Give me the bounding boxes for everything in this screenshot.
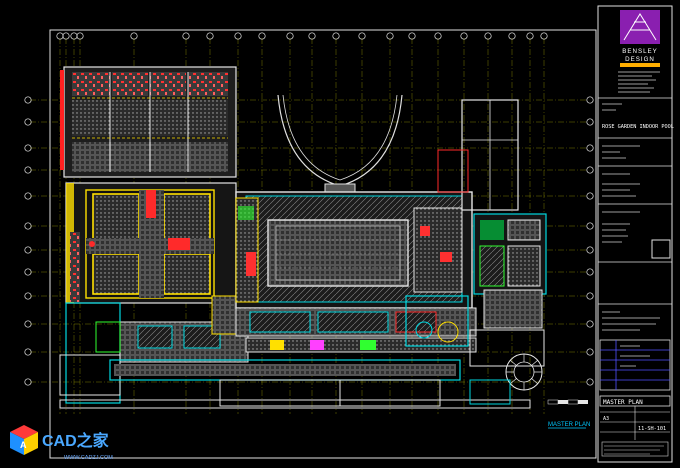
grid-bubble-top: [182, 32, 190, 40]
grid-bubble-top: [76, 32, 84, 40]
spiral-staircase: [505, 353, 543, 391]
cadzj-watermark: A CAD之家 WWW.CADZJ.COM: [10, 425, 113, 461]
scale-bar: [547, 399, 588, 405]
grid-bubble-left: [24, 144, 32, 152]
grid-bubble-top: [56, 32, 64, 40]
central-pool-hall: [235, 94, 473, 309]
grid-bubbles: [24, 32, 594, 386]
grid-bubble-left: [24, 96, 32, 104]
bensley-logo-mark: [620, 10, 660, 44]
grid-bubble-right: [586, 144, 594, 152]
entrance-canopy-arc: [277, 94, 403, 187]
grid-bubble-top: [408, 32, 416, 40]
grid-bubble-top: [308, 32, 316, 40]
plan-title-text: MASTER PLAN: [548, 422, 590, 428]
grid-bubble-left: [24, 320, 32, 328]
project-name-text: ROSE GARDEN INDOOR POOL: [602, 124, 674, 130]
grid-bubble-left: [24, 222, 32, 230]
grid-bubble-left: [24, 192, 32, 200]
grid-bubble-left: [24, 246, 32, 254]
lower-service-row: [59, 307, 531, 409]
grid-bubble-top: [286, 32, 294, 40]
courtyard-garden: [163, 193, 211, 241]
revision-table: [599, 339, 671, 391]
grid-bubble-left: [24, 378, 32, 386]
grid-bubble-right: [586, 268, 594, 276]
grid-bubble-right: [586, 348, 594, 356]
courtyard-garden: [92, 193, 140, 241]
grid-bubble-top: [386, 32, 394, 40]
grid-bubble-right: [586, 118, 594, 126]
courtyard-garden: [163, 253, 211, 295]
lounge-area: [413, 207, 463, 293]
left-corridor: [59, 295, 249, 404]
grid-bubble-top: [234, 32, 242, 40]
logo-text-line2: DESIGN: [625, 56, 655, 63]
title-block: BENSLEY DESIGN ROSE GARDEN INDOOR POOL M…: [598, 10, 674, 457]
grid-bubble-top: [526, 32, 534, 40]
grid-bubble-right: [586, 246, 594, 254]
svg-text:A: A: [20, 440, 27, 450]
grid-bubble-right: [586, 378, 594, 386]
grid-bubble-top: [130, 32, 138, 40]
indoor-pool: [267, 219, 409, 287]
grid-bubble-right: [586, 222, 594, 230]
plan-title-label: MASTER PLAN: [548, 422, 590, 429]
room-furniture-red: [150, 72, 186, 96]
grid-bubble-right: [586, 192, 594, 200]
grid-bubble-left: [24, 348, 32, 356]
left-wing: [60, 66, 237, 304]
grid-bubble-top: [358, 32, 366, 40]
right-wing: [405, 99, 547, 405]
grid-bubble-top: [258, 32, 266, 40]
grid-bubble-top: [460, 32, 468, 40]
watermark-url-text: WWW.CADZJ.COM: [64, 455, 113, 461]
courtyard-garden: [92, 253, 140, 295]
grid-bubble-top: [62, 32, 70, 40]
grid-bubble-top: [70, 32, 78, 40]
watermark-logo-text: CAD之家: [42, 431, 110, 450]
grid-bubble-right: [586, 320, 594, 328]
room-furniture-red: [72, 72, 110, 96]
drawing-frame: [49, 5, 673, 463]
grid-bubble-top: [332, 32, 340, 40]
cadzj-logo-cube-icon: A: [10, 425, 38, 455]
grid-bubble-top: [206, 32, 214, 40]
room-furniture-red: [112, 72, 148, 96]
grid-bubble-top: [540, 32, 548, 40]
grid-bubble-right: [586, 292, 594, 300]
drawing-title-text: MASTER PLAN: [603, 399, 643, 406]
grid-bubble-right: [586, 166, 594, 174]
grid-bubble-right: [586, 96, 594, 104]
grid-bubble-top: [484, 32, 492, 40]
logo-text-line1: BENSLEY: [622, 48, 658, 55]
drawing-number-text: 11-SH-101: [638, 426, 666, 432]
grid-bubble-top: [508, 32, 516, 40]
grid-bubble-top: [434, 32, 442, 40]
grid-bubble-left: [24, 268, 32, 276]
scale-code-text: A3: [603, 416, 609, 422]
grid-bubble-left: [24, 118, 32, 126]
room-furniture-red: [188, 72, 228, 96]
grid-bubble-left: [24, 166, 32, 174]
grid-bubble-left: [24, 292, 32, 300]
